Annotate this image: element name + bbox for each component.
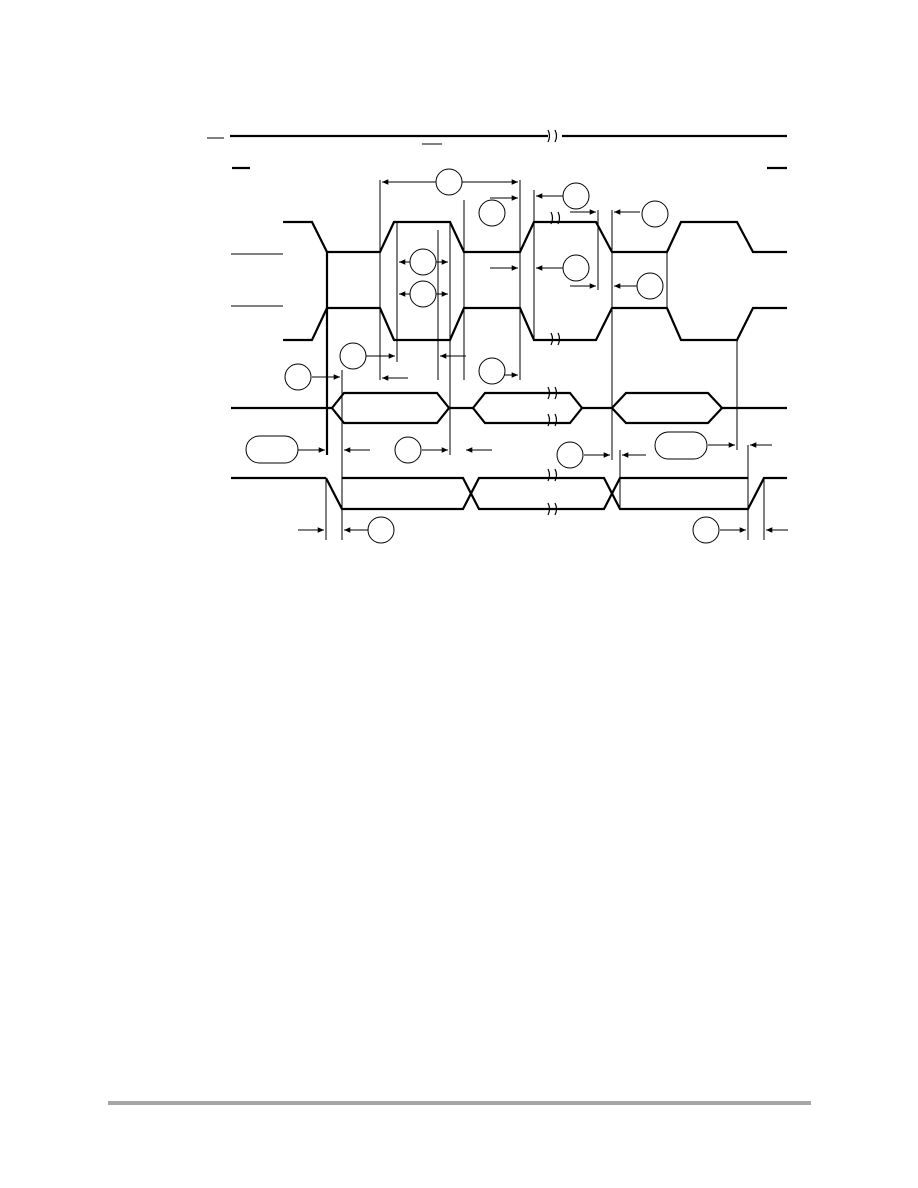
reference-circles (245, 168, 720, 544)
top-signal-line (207, 134, 787, 170)
signal-a (231, 220, 787, 342)
bus-b (231, 476, 787, 511)
bus-a (231, 391, 787, 425)
dimension-arrows (298, 179, 788, 533)
reference-lines (325, 180, 765, 540)
footer-rule (108, 1101, 811, 1105)
